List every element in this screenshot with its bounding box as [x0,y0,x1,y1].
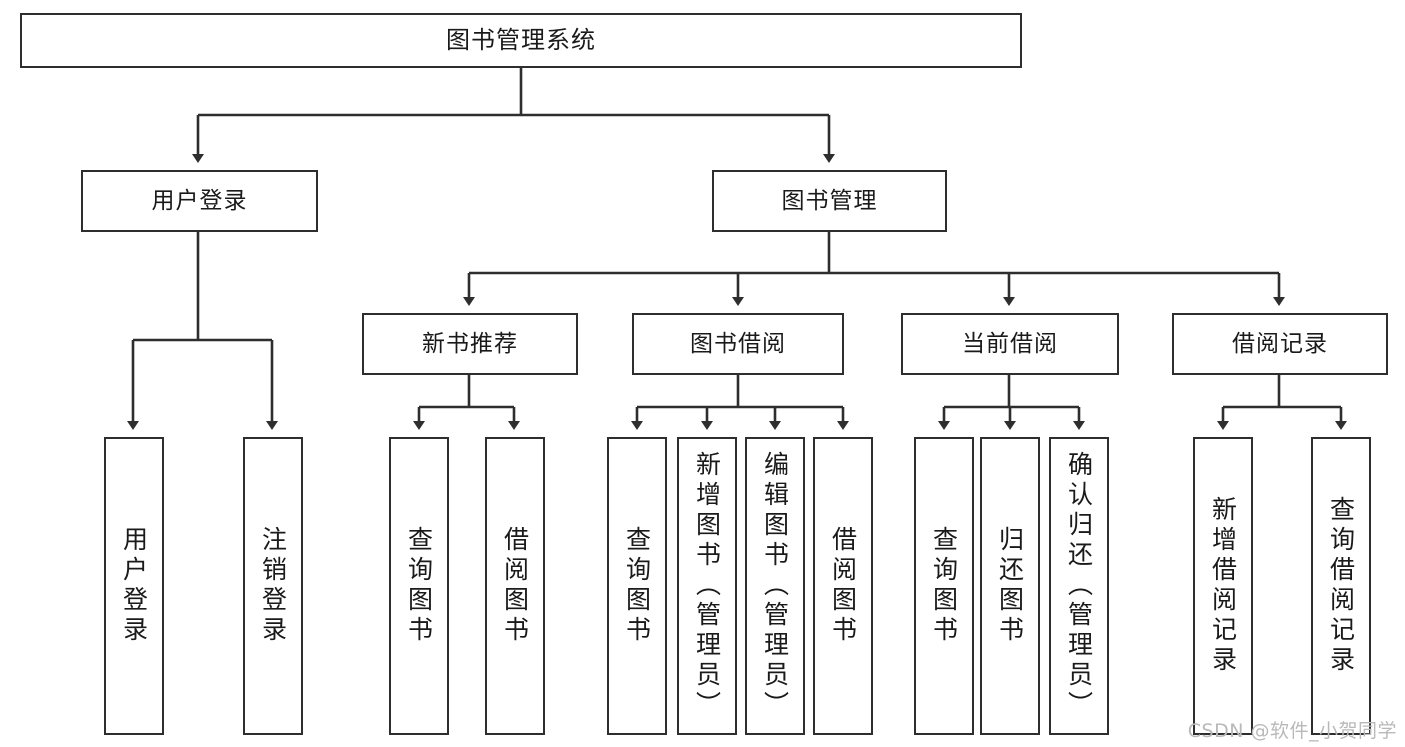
leaf-current-return-book[interactable]: 归还图书 [980,437,1040,735]
node-label: 新书推荐 [422,330,518,357]
node-new-book-recommend[interactable]: 新书推荐 [362,313,578,375]
node-label: 查询图书 [929,526,959,646]
leaf-recommend-borrow-book[interactable]: 借阅图书 [485,437,545,735]
leaf-borrow-edit-book[interactable]: 编辑图书（管理员） [745,437,805,735]
leaf-current-confirm-return[interactable]: 确认归还（管理员） [1049,437,1109,735]
node-label: 归还图书 [995,526,1025,646]
leaf-user-logout[interactable]: 注销登录 [243,437,303,735]
node-label: 用户登录 [151,187,248,214]
node-root[interactable]: 图书管理系统 [20,13,1022,68]
node-label: 查询图书 [622,526,652,646]
node-label: 用户登录 [119,526,149,646]
leaf-user-login[interactable]: 用户登录 [104,437,164,735]
leaf-current-query-book[interactable]: 查询图书 [914,437,974,735]
node-book-management[interactable]: 图书管理 [712,170,947,232]
node-label: 查询借阅记录 [1326,496,1356,676]
leaf-record-query[interactable]: 查询借阅记录 [1311,437,1371,735]
node-label: 编辑图书（管理员） [760,451,790,721]
leaf-borrow-add-book[interactable]: 新增图书（管理员） [677,437,737,735]
node-label: 新增图书（管理员） [692,451,722,721]
node-label: 当前借阅 [962,330,1058,357]
watermark: CSDN @软件_小贺同学 [1187,720,1397,742]
node-label: 借阅记录 [1232,330,1328,357]
node-borrow-record[interactable]: 借阅记录 [1172,313,1388,375]
leaf-borrow-borrow-book[interactable]: 借阅图书 [813,437,873,735]
node-label: 图书管理 [781,187,878,214]
node-label: 新增借阅记录 [1208,496,1238,676]
node-book-borrow[interactable]: 图书借阅 [632,313,844,375]
node-label: 借阅图书 [828,526,858,646]
node-label: 图书借阅 [690,330,786,357]
node-label: 注销登录 [258,526,288,646]
leaf-record-add[interactable]: 新增借阅记录 [1193,437,1253,735]
node-user-login[interactable]: 用户登录 [81,170,318,232]
node-label: 查询图书 [404,526,434,646]
node-label: 图书管理系统 [446,25,596,54]
node-label: 借阅图书 [500,526,530,646]
leaf-borrow-query-book[interactable]: 查询图书 [607,437,667,735]
node-current-borrow[interactable]: 当前借阅 [901,313,1119,375]
leaf-recommend-query-book[interactable]: 查询图书 [389,437,449,735]
node-label: 确认归还（管理员） [1064,451,1094,721]
